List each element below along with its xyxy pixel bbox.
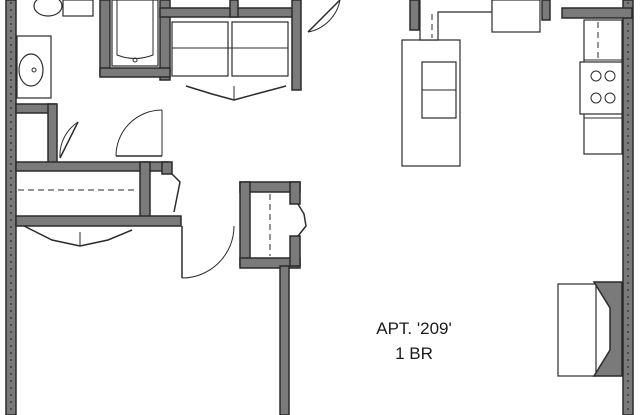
top-walls xyxy=(99,0,633,91)
left-closet-side-door xyxy=(171,173,181,213)
toilet xyxy=(33,0,94,17)
kitchen-counter xyxy=(401,0,493,167)
center-closet xyxy=(239,181,307,269)
unit-name-label: APT. '209' xyxy=(376,319,451,338)
hall-closet xyxy=(171,21,289,101)
bathtub xyxy=(111,0,159,67)
bedroom-wall xyxy=(279,265,290,415)
bath-door xyxy=(59,121,79,159)
refrigerator xyxy=(491,0,541,33)
unit-type-label: 1 BR xyxy=(395,344,433,363)
entry-door-top xyxy=(307,0,341,33)
fireplace xyxy=(557,281,623,377)
left-partition-walls xyxy=(15,103,182,227)
bedroom-door xyxy=(181,225,235,279)
exterior-wall-right xyxy=(622,0,634,415)
hall-door xyxy=(115,109,163,157)
bathroom-sink-vanity xyxy=(16,35,52,99)
range-stove xyxy=(579,61,623,115)
exterior-wall-left xyxy=(5,0,17,415)
left-closet xyxy=(18,189,138,247)
